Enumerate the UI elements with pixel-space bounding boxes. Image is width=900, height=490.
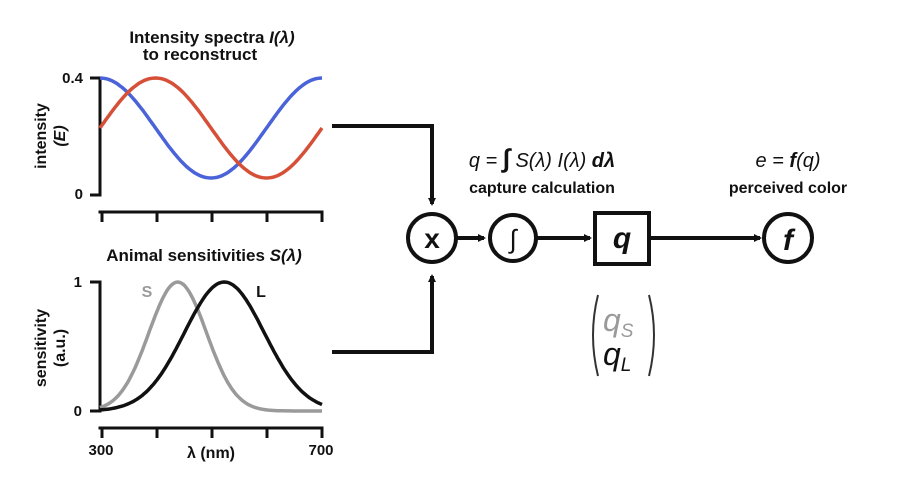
intensity-ytick-min: 0 — [75, 186, 83, 203]
perceived-node — [762, 212, 814, 264]
sensitivity-curve-s — [99, 280, 322, 413]
vector-left-bracket — [592, 294, 599, 377]
svg-text:sensitivity: sensitivity — [33, 309, 50, 387]
svg-text:intensity: intensity — [33, 103, 50, 169]
intensity-curve-blue — [99, 76, 323, 180]
capture-label: capture calculation — [469, 180, 615, 197]
intensity-y-axis-label: intensity (E) — [33, 103, 69, 169]
vector-right-bracket — [648, 294, 655, 377]
perceived-label: perceived color — [729, 180, 847, 197]
svg-text:(a.u.): (a.u.) — [52, 329, 69, 367]
intensity-to-multiply-arrow — [332, 124, 436, 206]
sensitivity-ytick-max: 1 — [74, 274, 82, 291]
multiply-symbol: x — [424, 223, 440, 254]
perceived-formula: e = f(q) — [755, 150, 820, 172]
sensitivity-xtick-max: 700 — [308, 442, 333, 459]
intensity-curve-red — [98, 76, 324, 180]
sensitivity-x-axis-label: λ (nm) — [187, 445, 235, 462]
sensitivity-y-axis-label: sensitivity (a.u.) — [33, 309, 69, 387]
sensitivity-panel: Animal sensitivities S(λ) sensitivity (a… — [33, 246, 334, 462]
sensitivity-xtick-min: 300 — [88, 442, 113, 459]
integral-symbol: ∫ — [507, 224, 518, 254]
sensitivity-to-multiply-arrow — [332, 274, 436, 354]
capture-vector: qS qL — [592, 294, 655, 377]
vector-q-l: qL — [603, 336, 631, 376]
capture-box — [593, 211, 651, 266]
intensity-x-ticks — [100, 212, 324, 222]
curve-s-label: S — [142, 284, 153, 301]
intensity-ytick-max: 0.4 — [62, 70, 84, 87]
intensity-panel-title-line2: to reconstruct — [143, 45, 258, 64]
capture-box-q: q — [613, 222, 631, 255]
intensity-panel: Intensity spectra I(λ) to reconstruct in… — [33, 28, 324, 222]
capture-formula: q = ∫ S(λ) I(λ) dλ — [469, 143, 615, 173]
perceived-f-symbol: f — [783, 224, 796, 257]
sensitivity-ytick-min: 0 — [74, 403, 82, 420]
intensity-panel-title-line1: Intensity spectra I(λ) — [129, 28, 295, 47]
sensitivity-x-ticks — [100, 428, 324, 438]
svg-text:(E): (E) — [52, 125, 69, 146]
flow-diagram: x ∫ q = ∫ S(λ) I(λ) dλ capture calculati… — [332, 124, 847, 377]
sensitivity-curve-l — [99, 280, 323, 412]
vector-q-s: qS — [603, 302, 634, 342]
sensitivity-panel-title: Animal sensitivities S(λ) — [106, 246, 302, 265]
curve-l-label: L — [256, 284, 266, 301]
